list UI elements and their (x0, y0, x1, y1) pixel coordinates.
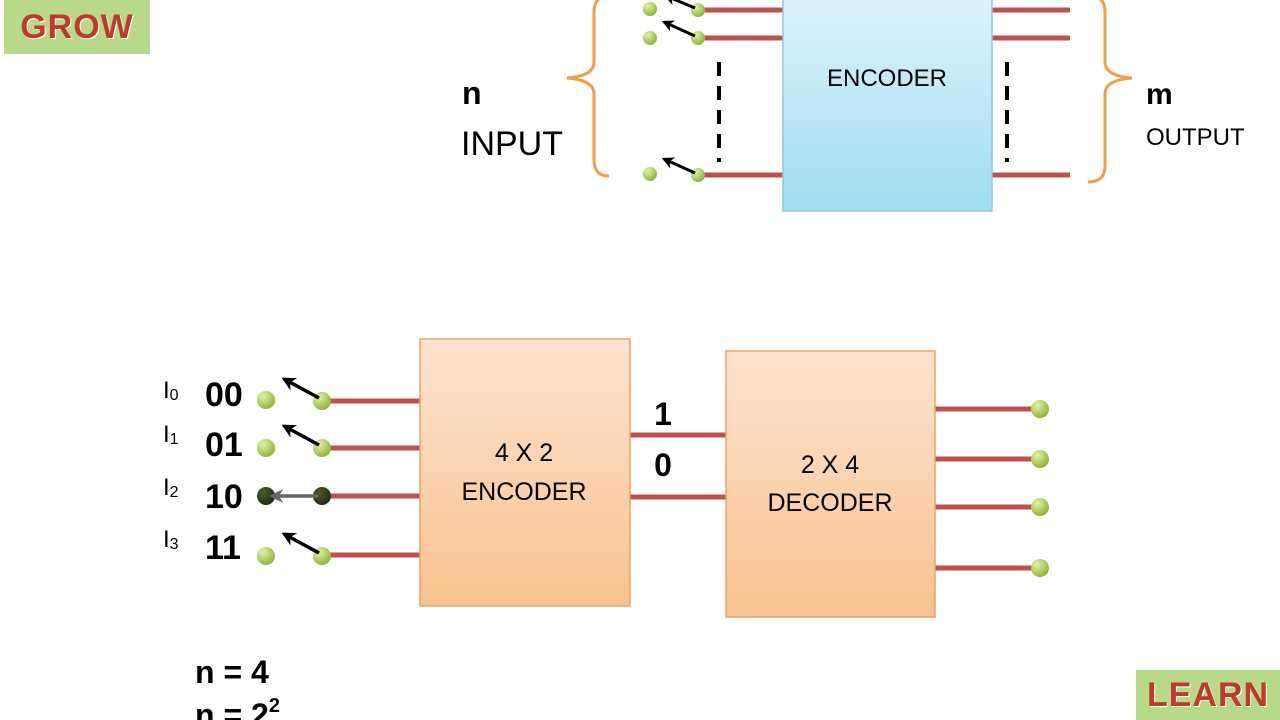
top-switch (643, 20, 705, 45)
input-label: INPUT (461, 125, 563, 163)
encoder-name-label: ENCODER (461, 478, 586, 506)
m-label: m (1146, 78, 1173, 111)
terminal-icon (257, 391, 275, 409)
input-name-i1: I1 (163, 421, 179, 448)
switch-arrow-icon (281, 532, 320, 555)
input-code: 01 (205, 426, 243, 464)
input-code: 11 (205, 529, 241, 567)
terminal-icon (643, 167, 657, 181)
terminal-icon (257, 439, 275, 457)
learn-badge: LEARN (1136, 670, 1280, 720)
input-switch-i0 (257, 377, 331, 410)
input-name-i3: I3 (163, 526, 179, 553)
decoder-name-label: DECODER (767, 489, 892, 517)
input-code: 10 (205, 478, 243, 516)
top-encoder-group: ENCODER n INPUT m OUTPUT (461, 0, 1245, 212)
top-switch (643, 157, 705, 182)
terminal-icon (691, 168, 705, 182)
decoder-output-terminal-icon (1031, 400, 1049, 418)
grow-badge: GROW (4, 0, 150, 54)
switch-arrow-icon (661, 157, 696, 175)
switch-arrow-icon (663, 0, 696, 10)
input-switch-i1 (257, 424, 331, 457)
decoder-output-terminal-icon (1031, 559, 1049, 577)
input-brace (566, 0, 610, 178)
encoder-4x2-block (419, 338, 631, 607)
top-encoder-label: ENCODER (827, 65, 947, 92)
input-switch-i2-closed (257, 487, 331, 505)
switch-arrow-icon (281, 377, 320, 400)
terminal-icon (691, 31, 705, 45)
input-switch-i3 (257, 532, 331, 565)
equation-n-4: n = 4 (195, 654, 269, 690)
decoder-output-terminal-icon (1031, 498, 1049, 516)
encoder-size-label: 4 X 2 (495, 439, 553, 467)
top-switch (643, 0, 705, 17)
input-name-i2: I2 (163, 474, 179, 501)
output-brace (1087, 0, 1133, 184)
encoder-output-bit: 0 (654, 447, 672, 483)
terminal-icon (257, 547, 275, 565)
decoder-2x4-block (725, 350, 936, 618)
terminal-icon (643, 2, 657, 16)
encoder-output-bit: 1 (654, 396, 672, 432)
n-label: n (462, 75, 482, 111)
decoder-output-terminal-icon (1031, 450, 1049, 468)
terminal-icon (643, 31, 657, 45)
terminal-closed-icon (313, 487, 331, 505)
top-encoder-block (782, 0, 993, 212)
output-label: OUTPUT (1146, 124, 1245, 151)
terminal-icon (691, 3, 705, 17)
decoder-size-label: 2 X 4 (801, 451, 859, 479)
input-name-i0: I0 (163, 377, 179, 404)
switch-arrow-icon (281, 424, 320, 447)
input-code: 00 (205, 376, 243, 414)
bottom-diagram-group: 4 X 2 ENCODER 2 X 4 DECODER 1 0 (163, 338, 1049, 720)
switch-arrow-icon (661, 20, 696, 38)
equation-n-2-squared: n = 22 (195, 695, 280, 720)
